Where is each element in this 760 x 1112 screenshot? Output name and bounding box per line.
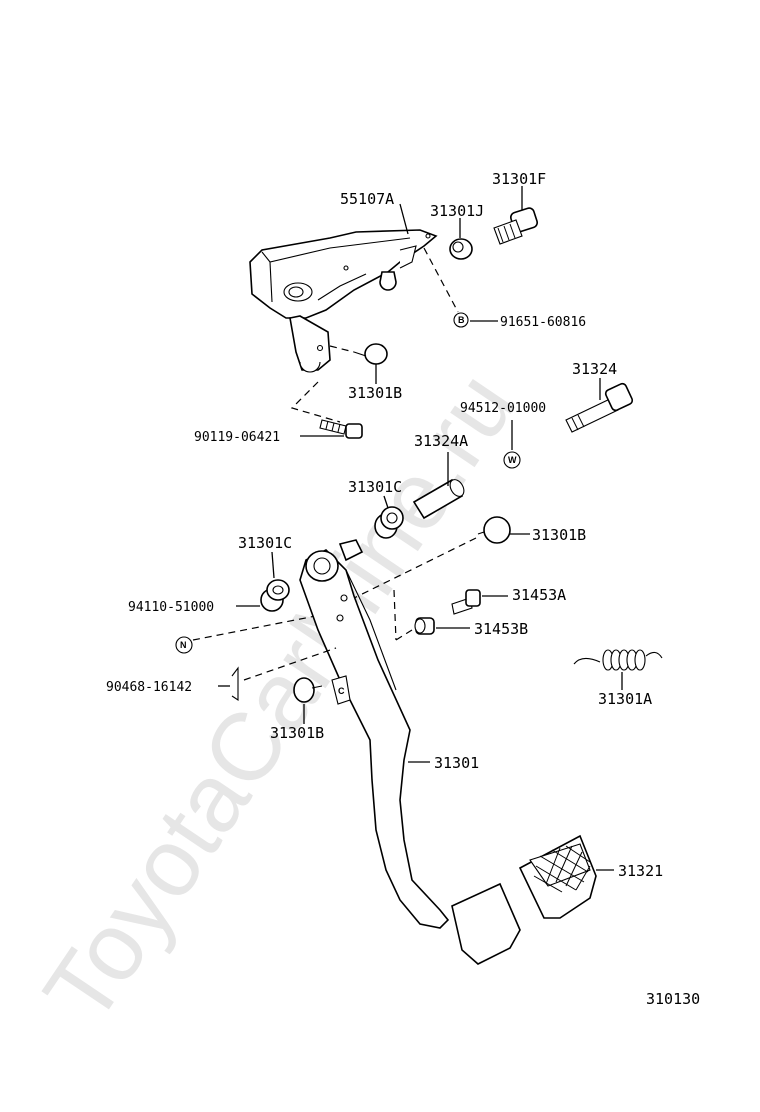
callout-c-letter: C	[338, 686, 345, 696]
cushion-31301B-low-drawing	[293, 677, 323, 703]
label-31453A[interactable]: 31453A	[512, 586, 566, 604]
diagram-code: 310130	[646, 990, 700, 1008]
callout-b-letter: B	[458, 315, 465, 325]
label-90468-16142[interactable]: 90468-16142	[106, 680, 192, 695]
bushing-31301C-left-drawing	[260, 579, 290, 612]
label-31301B-mid[interactable]: 31301B	[532, 526, 586, 544]
label-31301J[interactable]: 31301J	[430, 202, 484, 220]
label-31301C-mid[interactable]: 31301C	[348, 478, 402, 496]
label-31301[interactable]: 31301	[434, 754, 479, 772]
pedal-arm-31301-drawing: C	[299, 539, 521, 965]
return-spring-31301A-drawing	[573, 649, 663, 671]
label-31301A[interactable]: 31301A	[598, 690, 652, 708]
label-31324A[interactable]: 31324A	[414, 432, 468, 450]
bolt-31301F-drawing	[493, 207, 539, 245]
callout-n-letter: N	[180, 640, 187, 650]
cushion-31301B-mid-drawing	[477, 516, 511, 544]
label-31324[interactable]: 31324	[572, 360, 617, 378]
label-55107A[interactable]: 55107A	[340, 190, 394, 208]
label-90119-06421[interactable]: 90119-06421	[194, 430, 280, 445]
collar-31301J-drawing	[449, 238, 473, 260]
bolt-31324-drawing	[565, 382, 634, 433]
label-94110-51000[interactable]: 94110-51000	[128, 600, 214, 615]
label-31453B[interactable]: 31453B	[474, 620, 528, 638]
screw-90119-drawing	[319, 419, 363, 439]
bushing-31301C-mid-drawing	[374, 506, 404, 539]
label-31301F[interactable]: 31301F	[492, 170, 546, 188]
label-31301C-left[interactable]: 31301C	[238, 534, 292, 552]
pedal-bracket-drawing	[249, 229, 438, 373]
pedal-pad-31321-drawing	[518, 834, 597, 919]
callout-w-letter: W	[508, 455, 517, 465]
bolt-31453B-drawing	[414, 617, 435, 635]
label-31301B-low[interactable]: 31301B	[270, 724, 324, 742]
pin-31324A-drawing	[412, 478, 465, 520]
label-31321[interactable]: 31321	[618, 862, 663, 880]
label-31301B-top[interactable]: 31301B	[348, 384, 402, 402]
label-94512-01000[interactable]: 94512-01000	[460, 401, 546, 416]
callout-n-circle	[175, 636, 193, 654]
pin-90468-drawing	[231, 666, 239, 702]
bolt-31453A-drawing	[451, 589, 481, 615]
callout-b-circle	[453, 312, 469, 328]
callout-w-circle	[503, 451, 521, 469]
label-91651-60816[interactable]: 91651-60816	[500, 315, 586, 330]
cushion-31301B-top-drawing	[353, 343, 388, 365]
